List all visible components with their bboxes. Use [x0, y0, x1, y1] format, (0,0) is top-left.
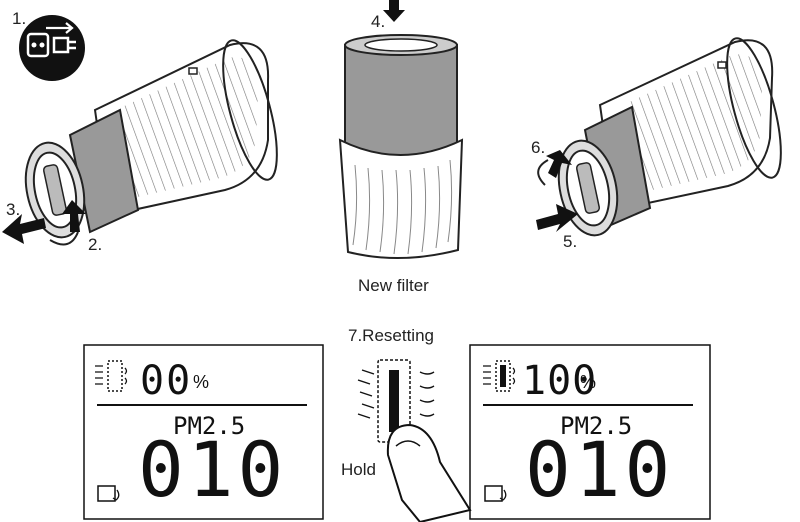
pm-label: PM2.5: [560, 412, 633, 440]
pull-out-arrow: [2, 214, 46, 244]
hold-caption: Hold: [341, 460, 376, 479]
filter-percent-value: 100: [522, 358, 598, 404]
filter-status-icon: [483, 360, 516, 392]
percent-sign: %: [580, 372, 597, 392]
rotate-arrow-left: [49, 200, 86, 246]
filter-percent-value: 00: [140, 358, 193, 404]
step-7-label: 7.Resetting: [348, 326, 434, 345]
auto-mode-icon: [484, 485, 507, 502]
step-5-label: 5.: [563, 232, 578, 251]
push-in-arrow: [536, 204, 578, 232]
power-plug-unplug-icon: [19, 15, 85, 81]
purifier-right: [557, 37, 782, 237]
reset-button: [357, 359, 435, 443]
purifier-left: [24, 39, 278, 239]
step-3-label: 3.: [6, 200, 21, 219]
step-4-label: 4.: [371, 12, 386, 31]
percent-sign: %: [193, 372, 210, 392]
pm-value: 010: [525, 425, 675, 514]
finger-press-icon: [386, 423, 472, 522]
step-1-label: 1.: [12, 9, 27, 28]
display-panel-after: [469, 344, 711, 520]
step-2-label: 2.: [88, 235, 103, 254]
new-filter: [338, 0, 464, 260]
pm-value: 010: [138, 425, 288, 514]
auto-mode-icon: [97, 485, 120, 502]
step-6-label: 6.: [531, 138, 546, 157]
filter-status-icon: [95, 360, 128, 392]
new-filter-caption: New filter: [358, 276, 429, 295]
pm-label: PM2.5: [173, 412, 246, 440]
rotate-arrow-right: [537, 150, 572, 186]
display-panel-before: [83, 344, 324, 520]
